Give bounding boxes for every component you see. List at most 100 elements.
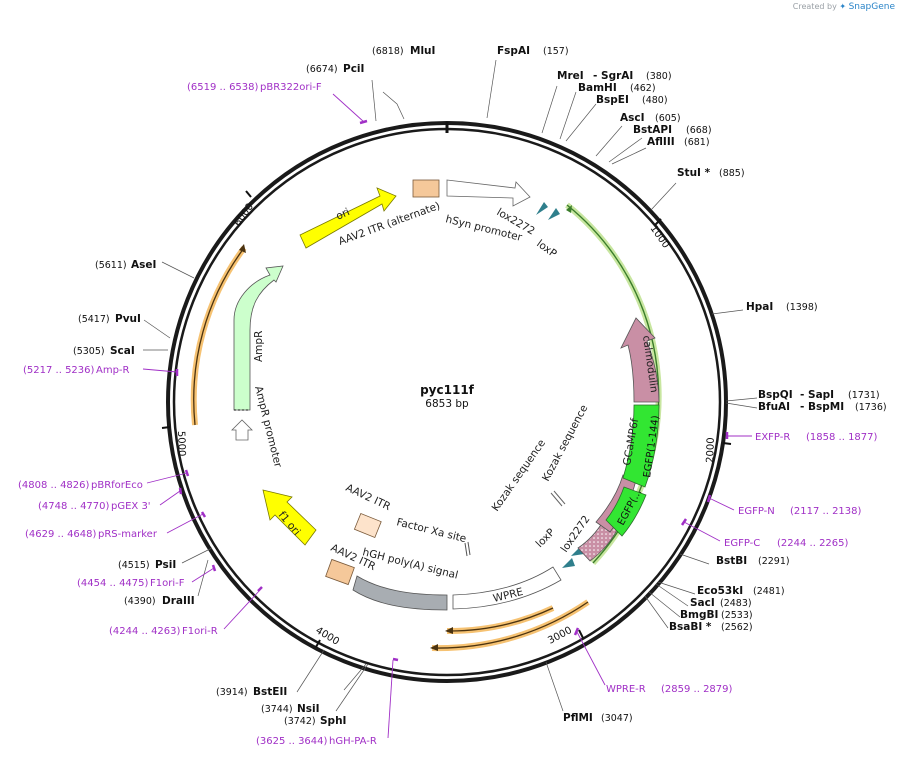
enzyme-name-saci: SacI xyxy=(690,597,715,609)
tick-3000 xyxy=(578,629,584,639)
ampr-promoter-label: AmpR promoter xyxy=(252,385,284,470)
tick-1000 xyxy=(654,218,662,226)
enzyme-name-bfuai: BfuAI xyxy=(758,401,790,413)
enzyme-name-bsabi: BsaBI * xyxy=(669,621,712,633)
primer-range-pbrforeco: (4808 .. 4826) xyxy=(18,480,90,491)
ampr-promoter-feature xyxy=(231,419,253,441)
wpre-feature xyxy=(452,566,562,610)
egfp-145-feature xyxy=(605,486,647,537)
primer-name-pgex3: pGEX 3' xyxy=(111,501,151,512)
enzyme-name-afliii: AflIII xyxy=(647,136,675,148)
enzyme-name-bamhi: BamHI xyxy=(578,82,617,94)
enzyme-name-bstbi: BstBI xyxy=(716,555,747,567)
enzyme-name-asei: AseI xyxy=(131,259,156,271)
calmodulin-feature xyxy=(620,317,660,403)
enzyme-name-nsii: NsiI xyxy=(297,703,320,715)
enzyme-pos-draiii: (4390) xyxy=(124,596,156,607)
wpre-label: WPRE xyxy=(492,586,525,605)
enzyme-pos-hpai: (1398) xyxy=(786,302,818,313)
enzyme-name-stui: StuI * xyxy=(677,167,711,179)
primer-marks xyxy=(175,119,729,662)
kozak-mark-2 xyxy=(553,490,566,505)
enzyme-name-bspei: BspEI xyxy=(596,94,629,106)
enzyme-pos-pcii: (6674) xyxy=(306,64,338,75)
enzyme-pos-bspei: (480) xyxy=(642,95,668,106)
kozak-label-1: Kozak sequence xyxy=(490,437,548,513)
enzyme-name-bstapi: BstAPI xyxy=(633,124,672,136)
wpre-arrow-outer xyxy=(430,644,438,651)
enzyme-pos-bsteii: (3914) xyxy=(216,687,248,698)
wpre-strand-outer xyxy=(431,601,589,649)
enzyme-pos-bstbi: (2291) xyxy=(758,556,790,567)
ampr-arrow-head xyxy=(239,244,246,253)
ampr-label: AmpR xyxy=(253,331,265,362)
primer-range-egfp-c: (2244 .. 2265) xyxy=(777,538,849,549)
gcamp-arrow-head xyxy=(566,205,572,213)
primer-name-f1ori-f: F1ori-F xyxy=(150,578,185,589)
enzyme-name-hpai: HpaI xyxy=(746,301,773,313)
enzyme-name-sgrai: - SgrAI xyxy=(593,70,633,82)
enzyme-name-eco53ki: Eco53kI xyxy=(697,585,743,597)
enzyme-name-pflmi: PflMI xyxy=(563,712,593,724)
enzyme-name-fspai: FspAI xyxy=(497,45,530,57)
enzyme-pos-bmgbi: (2533) xyxy=(721,610,753,621)
loxp-bottom-label: loxP xyxy=(534,526,558,550)
primer-range-f1ori-r: (4244 .. 4263) xyxy=(109,626,181,637)
enzyme-pos-pvui: (5417) xyxy=(78,314,110,325)
enzyme-name-scai: ScaI xyxy=(110,345,135,357)
primer-name-egfp-n: EGFP-N xyxy=(738,506,775,517)
snapgene-credit: Created by ✦ SnapGene xyxy=(793,2,895,12)
primer-range-pgex3: (4748 .. 4770) xyxy=(38,501,110,512)
primer-range-egfp-n: (2117 .. 2138) xyxy=(790,506,862,517)
tick-label-1000: 1000 xyxy=(648,223,672,250)
loxp-bottom-feature xyxy=(562,558,575,568)
primer-range-exfp-r: (1858 .. 1877) xyxy=(806,432,878,443)
kozak-label-2: Kozak sequence xyxy=(540,403,590,483)
primer-name-hgh-pa-r: hGH-PA-R xyxy=(329,736,377,747)
lox2272-top-feature xyxy=(536,202,548,215)
enzyme-pos-eco53ki: (2481) xyxy=(753,586,785,597)
primer-range-amp-r: (5217 .. 5236) xyxy=(23,365,95,376)
egfp-1-144-feature xyxy=(622,404,660,488)
plasmid-length: 6853 bp xyxy=(425,398,469,410)
itr-bottom-2-feature xyxy=(325,558,355,586)
ampr-feature xyxy=(233,265,284,411)
f1-ori-feature xyxy=(262,489,317,546)
factor-xa-mark xyxy=(464,542,468,557)
enzyme-pos-psii: (4515) xyxy=(118,560,150,571)
primer-name-prs-marker: pRS-marker xyxy=(98,529,158,540)
enzyme-name-psii: PsiI xyxy=(155,559,176,571)
primer-name-pbrforeco: pBRforEco xyxy=(91,480,143,491)
snapgene-logo-icon: ✦ xyxy=(839,2,847,11)
wpre-strand-inner xyxy=(446,607,554,632)
ori-feature xyxy=(299,187,397,249)
primer-range-wpre-r: (2859 .. 2879) xyxy=(661,684,733,695)
enzyme-pos-pflmi: (3047) xyxy=(601,713,633,724)
enzyme-pos-bfuai: (1736) xyxy=(855,402,887,413)
enzyme-name-bmgbi: BmgBI xyxy=(680,609,718,621)
primer-range-prs-marker: (4629 .. 4648) xyxy=(25,529,97,540)
enzyme-name-mlui: MluI xyxy=(410,45,435,57)
itr-alternate-feature xyxy=(412,179,440,198)
primer-name-pbr322ori-f: pBR322ori-F xyxy=(260,82,322,93)
enzyme-pos-fspai: (157) xyxy=(543,46,569,57)
enzyme-name-bspqi: BspQI xyxy=(758,389,793,401)
enzyme-pos-afliii: (681) xyxy=(684,137,710,148)
itr-bottom-1-label: AAV2 ITR xyxy=(344,482,393,513)
wpre-arrow-inner xyxy=(445,627,453,634)
tick-4000 xyxy=(315,639,321,648)
enzyme-pos-asei: (5611) xyxy=(95,260,127,271)
ampr-strand-arc xyxy=(193,247,245,426)
enzyme-pos-bamhi: (462) xyxy=(630,83,656,94)
enzyme-pos-asci: (605) xyxy=(655,113,681,124)
kozak-mark-1 xyxy=(550,492,563,507)
enzyme-name-sphi: SphI xyxy=(320,715,346,727)
primer-name-exfp-r: EXFP-R xyxy=(755,432,790,443)
tick-5000 xyxy=(161,426,171,429)
tick-label-5000: 5000 xyxy=(175,431,187,457)
enzyme-pos-bspqi: (1731) xyxy=(848,390,880,401)
enzyme-pos-bsabi: (2562) xyxy=(721,622,753,633)
leader-lines xyxy=(143,59,758,712)
enzyme-name-sapi: - SapI xyxy=(800,389,834,401)
